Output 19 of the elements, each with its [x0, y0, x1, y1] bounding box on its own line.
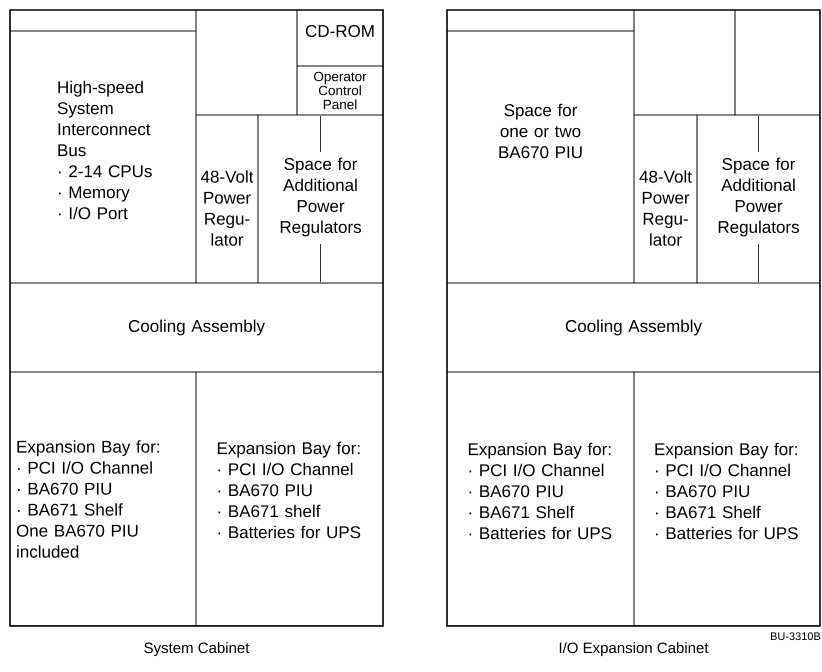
compartment: 48-Volt Power Regu- lator [196, 114, 258, 284]
compartment: Space for Additional Power Regulators [258, 114, 384, 284]
compartment: Expansion Bay for: · PCI I/O Channel · BA670 PIU · BA671 shelf · Batteries for UPS [196, 372, 384, 626]
compartment: Expansion Bay for: · PCI I/O Channel · BA670 PIU · BA671 Shelf · Batteries for UPS [634, 372, 820, 626]
compartment: Space for Additional Power Regulators [696, 114, 820, 284]
compartment: CD-ROM [296, 10, 384, 66]
empty-compartment [446, 10, 634, 32]
compartment: Expansion Bay for: · PCI I/O Channel · BA670 PIU · BA671 Shelf · Batteries for UPS [446, 372, 634, 626]
compartment: High-speed System Interconnect Bus · 2-14 CPUs · Memory · I/O Port [10, 30, 196, 284]
compartment: Operator Control Panel [296, 66, 384, 116]
cabinet-caption: I/O Expansion Cabinet [560, 642, 708, 656]
cabinet-caption: System Cabinet [144, 642, 250, 656]
compartment: Expansion Bay for: · PCI I/O Channel · BA670 PIU · BA671 Shelf One BA670 PIU included [10, 372, 196, 626]
empty-compartment [734, 10, 820, 116]
empty-compartment [10, 10, 196, 32]
compartment: Space for one or two BA670 PIU [446, 30, 634, 284]
compartment: 48-Volt Power Regu- lator [634, 114, 698, 284]
compartment: Cooling Assembly [10, 282, 384, 372]
compartment: Cooling Assembly [446, 282, 820, 372]
